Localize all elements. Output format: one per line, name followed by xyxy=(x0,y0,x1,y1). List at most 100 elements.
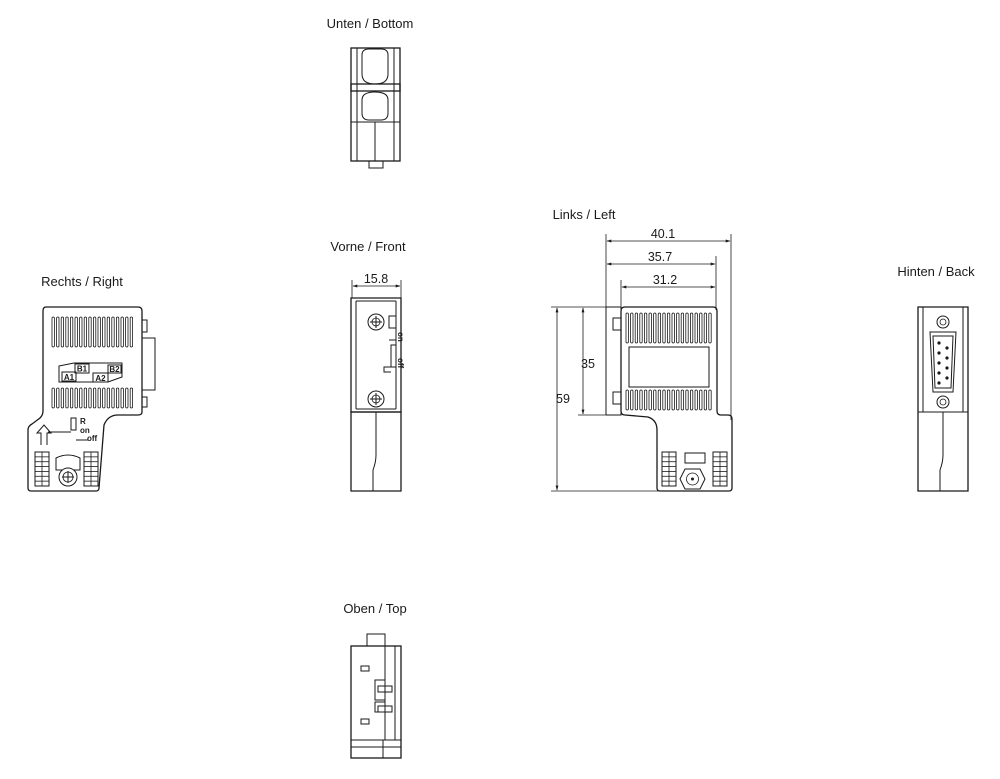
vent-slot xyxy=(106,387,110,409)
right-off-label: off xyxy=(87,434,98,443)
vent-slot xyxy=(648,389,652,411)
vent-slot xyxy=(625,389,629,411)
dim-overall-width: 40.1 xyxy=(651,227,675,241)
vent-slot xyxy=(97,316,101,348)
vent-slot xyxy=(699,389,703,411)
vent-slot xyxy=(630,389,634,411)
vent-slot xyxy=(694,312,698,344)
vent-slot xyxy=(129,316,133,348)
vent-slot xyxy=(634,312,639,344)
vent-slot xyxy=(79,387,83,409)
connector-pin xyxy=(937,341,941,345)
vent-slot xyxy=(657,389,662,411)
left-view: 40.1 35.7 31.2 59 35 xyxy=(551,227,733,492)
vent-slot xyxy=(671,389,675,411)
vent-slot xyxy=(129,387,133,409)
vent-slot xyxy=(83,387,87,409)
view-title-right: Rechts / Right xyxy=(41,274,123,289)
view-title-left: Links / Left xyxy=(553,207,616,222)
vent-slot xyxy=(97,387,101,409)
vent-slot xyxy=(83,316,87,348)
vent-slot xyxy=(634,389,639,411)
vent-slot xyxy=(65,387,69,409)
vent-slot xyxy=(653,389,657,411)
connector-pin xyxy=(945,366,949,370)
vent-slot xyxy=(685,312,689,344)
vent-slot xyxy=(120,387,124,409)
vent-slot xyxy=(93,316,97,348)
connector-pin xyxy=(945,356,949,360)
vent-slot xyxy=(70,387,74,409)
vent-slot xyxy=(685,389,689,411)
front-off-label: off xyxy=(396,358,405,369)
vent-slot xyxy=(102,387,106,409)
view-title-back: Hinten / Back xyxy=(897,264,975,279)
vent-slot xyxy=(639,312,643,344)
vent-slot xyxy=(690,389,694,411)
vent-slot xyxy=(653,312,657,344)
bottom-view xyxy=(350,47,401,169)
connector-pin xyxy=(945,346,949,350)
vent-slot xyxy=(106,316,110,348)
vent-slot xyxy=(74,316,78,348)
vent-slot xyxy=(676,312,680,344)
right-on-label: on xyxy=(80,426,90,435)
vent-slot xyxy=(676,389,680,411)
vent-slot xyxy=(74,387,78,409)
connector-pin xyxy=(937,351,941,355)
dim-mid-width: 35.7 xyxy=(648,250,672,264)
vent-slot xyxy=(667,312,671,344)
vent-slot xyxy=(125,387,129,409)
view-title-top: Oben / Top xyxy=(343,601,406,616)
right-view: B1 B2 A1 A2 R on off xyxy=(27,306,156,492)
vent-slot xyxy=(116,387,120,409)
label-a2: A2 xyxy=(95,374,106,383)
vent-slot xyxy=(60,316,65,348)
dim-total-height: 59 xyxy=(556,392,570,406)
view-title-front: Vorne / Front xyxy=(330,239,406,254)
label-a1: A1 xyxy=(64,373,75,382)
vent-slot xyxy=(644,312,648,344)
view-title-bottom: Unten / Bottom xyxy=(327,16,414,31)
vent-slot xyxy=(60,387,65,409)
right-r-label: R xyxy=(80,417,86,426)
label-b1: B1 xyxy=(77,365,88,374)
vent-slot xyxy=(648,312,652,344)
vent-slot xyxy=(657,312,662,344)
vent-slot xyxy=(56,387,60,409)
vent-slot xyxy=(667,389,671,411)
back-view xyxy=(917,306,969,492)
vent-slot xyxy=(111,387,115,409)
vent-slot xyxy=(88,316,92,348)
vent-slot xyxy=(625,312,629,344)
vent-slot xyxy=(125,316,129,348)
vent-slot xyxy=(699,312,703,344)
vent-slot xyxy=(644,389,648,411)
front-on-label: on xyxy=(396,332,405,342)
vent-slot xyxy=(680,389,685,411)
vent-slot xyxy=(671,312,675,344)
vent-slot xyxy=(93,387,97,409)
vent-slot xyxy=(65,316,69,348)
connector-pin xyxy=(945,376,949,380)
vent-slot xyxy=(102,316,106,348)
vent-slot xyxy=(639,389,643,411)
label-b2: B2 xyxy=(109,365,120,374)
vent-slot xyxy=(708,312,712,344)
vent-slot xyxy=(51,387,55,409)
vent-slot xyxy=(694,389,698,411)
vent-slot xyxy=(111,316,115,348)
dim-inner-width: 31.2 xyxy=(653,273,677,287)
vent-slot xyxy=(680,312,685,344)
dim-upper-height: 35 xyxy=(581,357,595,371)
top-view xyxy=(350,633,402,759)
vent-slot xyxy=(630,312,634,344)
connector-pin xyxy=(937,381,941,385)
connector-pin xyxy=(937,371,941,375)
vent-slot xyxy=(690,312,694,344)
vent-slot xyxy=(116,316,120,348)
vent-slot xyxy=(79,316,83,348)
dim-front-width: 15.8 xyxy=(364,272,388,286)
vent-slot xyxy=(56,316,60,348)
